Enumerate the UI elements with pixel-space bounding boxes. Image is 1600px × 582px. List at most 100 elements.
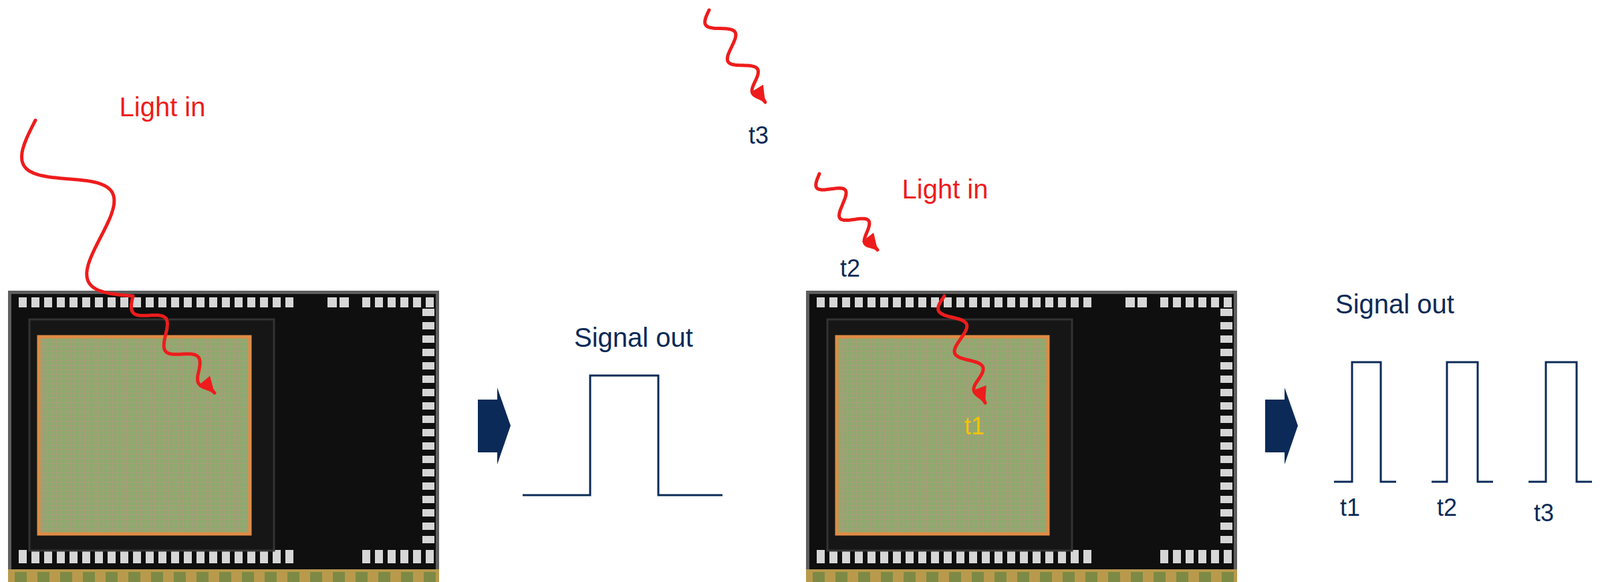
board-trace — [971, 572, 984, 582]
photon-arrowhead — [198, 376, 215, 393]
board-trace — [423, 572, 436, 582]
photon-wave — [938, 296, 986, 404]
board-trace — [264, 572, 277, 582]
bond-pad — [56, 550, 65, 564]
bond-pad — [422, 429, 435, 437]
bond-pad — [816, 550, 825, 564]
bond-pad — [44, 550, 53, 564]
bond-pad — [422, 348, 435, 357]
bond-pad — [400, 550, 409, 564]
photon-wave — [705, 10, 766, 103]
signal-pulse — [522, 375, 723, 496]
board-trace — [173, 572, 186, 582]
signal-pulse — [1528, 362, 1592, 482]
board-trace — [105, 572, 118, 582]
flow-arrow — [477, 387, 511, 465]
bond-pad — [422, 442, 435, 450]
bond-pad — [422, 509, 435, 517]
bond-pad — [362, 550, 371, 564]
bond-pad — [107, 550, 116, 564]
bond-pad — [82, 550, 91, 564]
board-trace — [1198, 572, 1212, 582]
bond-pad — [1137, 297, 1147, 308]
bond-pad — [1019, 297, 1028, 308]
bond-pad — [1223, 550, 1232, 564]
bond-pad — [413, 550, 422, 564]
bond-pad — [1083, 550, 1092, 564]
bond-pad — [221, 297, 230, 308]
sensor-chip — [8, 290, 440, 582]
board-trace — [1085, 572, 1098, 582]
bond-pad — [422, 455, 435, 464]
bond-pad — [69, 297, 78, 308]
bond-pad — [892, 297, 901, 308]
bond-pad — [31, 550, 40, 564]
bond-pad — [816, 297, 825, 308]
bond-pad — [422, 536, 435, 544]
bond-pad — [1220, 469, 1233, 477]
bond-pad — [905, 550, 914, 564]
board-trace — [196, 572, 209, 582]
bond-pad — [209, 550, 218, 564]
bond-pad — [94, 550, 103, 564]
bond-pad — [943, 550, 952, 564]
time-label: t2 — [1436, 495, 1457, 520]
bond-pad — [120, 550, 129, 564]
board-trace — [60, 572, 73, 582]
board-trace — [858, 572, 871, 582]
bond-pad — [422, 322, 435, 330]
bond-pad — [969, 550, 978, 564]
bond-pad — [107, 297, 116, 308]
bond-pad — [867, 550, 876, 564]
board-trace — [1108, 572, 1121, 582]
board-trace — [949, 572, 962, 582]
bond-pad — [120, 297, 129, 308]
bond-pad — [247, 550, 256, 564]
bond-pad — [158, 297, 167, 308]
board-trace — [401, 572, 414, 582]
bond-pad — [1185, 297, 1194, 308]
bond-pad — [422, 362, 435, 370]
bond-pad — [1160, 550, 1169, 564]
board-trace — [812, 572, 825, 582]
time-label: t1 — [964, 414, 985, 439]
board-trace — [1017, 572, 1030, 582]
bond-pad — [183, 550, 192, 564]
board-trace — [1153, 572, 1166, 582]
bond-pad — [918, 297, 927, 308]
bond-pad — [1057, 550, 1066, 564]
board-trace — [241, 572, 254, 582]
photon-wave — [22, 120, 216, 393]
bond-pad — [1057, 297, 1066, 308]
signal-pulse — [1334, 362, 1397, 482]
board-trace — [287, 572, 300, 582]
pixel-array — [38, 336, 250, 535]
board-trace — [880, 572, 893, 582]
bond-pad — [422, 469, 435, 477]
time-label: t1 — [1340, 495, 1361, 520]
bond-pad — [145, 297, 154, 308]
signal-label: Signal out — [1335, 290, 1455, 318]
bond-pad — [18, 550, 27, 564]
bond-pad — [196, 550, 205, 564]
bond-pad — [422, 482, 435, 490]
board-trace — [355, 572, 368, 582]
bond-pad — [196, 297, 205, 308]
bond-pad — [1045, 297, 1054, 308]
chip-die — [809, 294, 1234, 582]
bond-pad — [1220, 375, 1233, 383]
bond-pad — [1032, 297, 1041, 308]
bond-pad — [132, 297, 142, 308]
bond-pad — [44, 297, 53, 308]
bond-pad — [247, 297, 256, 308]
bond-pad — [422, 388, 435, 397]
board-strip — [8, 569, 440, 582]
board-trace — [1130, 572, 1143, 582]
bond-pad — [31, 297, 40, 308]
board-trace — [1039, 572, 1052, 582]
bond-pad — [1220, 442, 1233, 450]
bond-pad — [1185, 550, 1194, 564]
bond-pad — [1211, 297, 1220, 308]
pixel-array — [836, 336, 1048, 535]
bond-pad — [1220, 495, 1233, 504]
